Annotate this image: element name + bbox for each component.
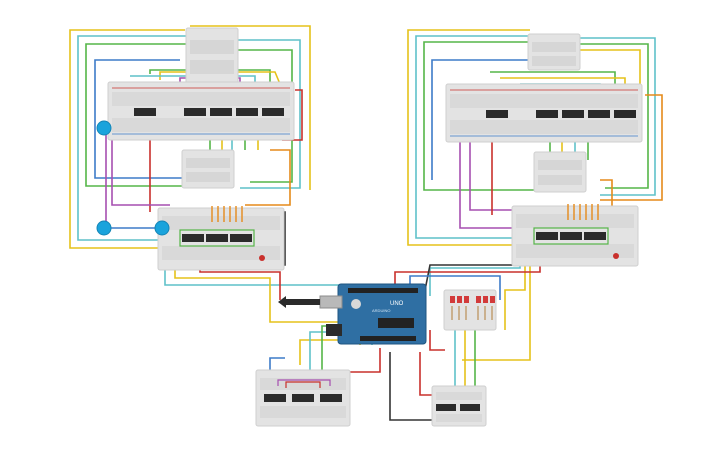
chip-ic [562,110,584,118]
chip-ic [588,110,610,118]
chip-ic [236,108,258,116]
breadboard-left-main [107,81,295,141]
usb-port [319,295,343,309]
microcontroller-chip [378,318,414,328]
chip-ic [182,234,204,242]
led-bank [443,289,497,331]
right-group-wires [394,29,663,361]
chip-ic [262,108,284,116]
breadboard-right-lower [511,204,639,267]
push-button-icon[interactable] [96,220,112,236]
breadboard-right-top-small [527,33,581,71]
breadboard-left-middle-small [181,149,235,189]
power-jack [326,324,342,336]
breadboard-bottom-left [255,369,351,427]
resistor-icon [259,255,265,261]
usb-cable [278,296,320,308]
chip-ic [184,108,206,116]
led-icon [476,296,481,303]
arduino-uno-label: UNO [390,301,404,307]
chip-ic [264,394,286,402]
led-icon [483,296,488,303]
led-icon [450,296,455,303]
chip-ic [210,108,232,116]
breadboard-left-top-small [185,27,239,85]
chip-ic [230,234,252,242]
arduino-uno-board[interactable]: UNO ARDUINO [319,283,427,345]
chip-ic [560,232,582,240]
breadboard-right-middle-small [533,151,587,193]
led-icon [457,296,462,303]
chip-ic [614,110,636,118]
breadboard-left-lower [157,206,285,271]
chip-ic [460,404,480,411]
push-buttons-left [96,120,170,236]
chip-ic [320,394,342,402]
chip-ic [536,232,558,240]
chip-ic [536,110,558,118]
push-button-icon[interactable] [154,220,170,236]
chip-ic [292,394,314,402]
led-icon [490,296,495,303]
resistor-icon [613,253,619,259]
led-icon [464,296,469,303]
chip-ic [486,110,508,118]
breadboard-right-main [445,83,643,143]
chip-ic [436,404,456,411]
arduino-sub-label: ARDUINO [372,308,390,313]
chip-ic [584,232,606,240]
breadboard-bottom-right [431,385,487,427]
chip-ic [206,234,228,242]
chip-ic [134,108,156,116]
push-button-icon[interactable] [96,120,112,136]
